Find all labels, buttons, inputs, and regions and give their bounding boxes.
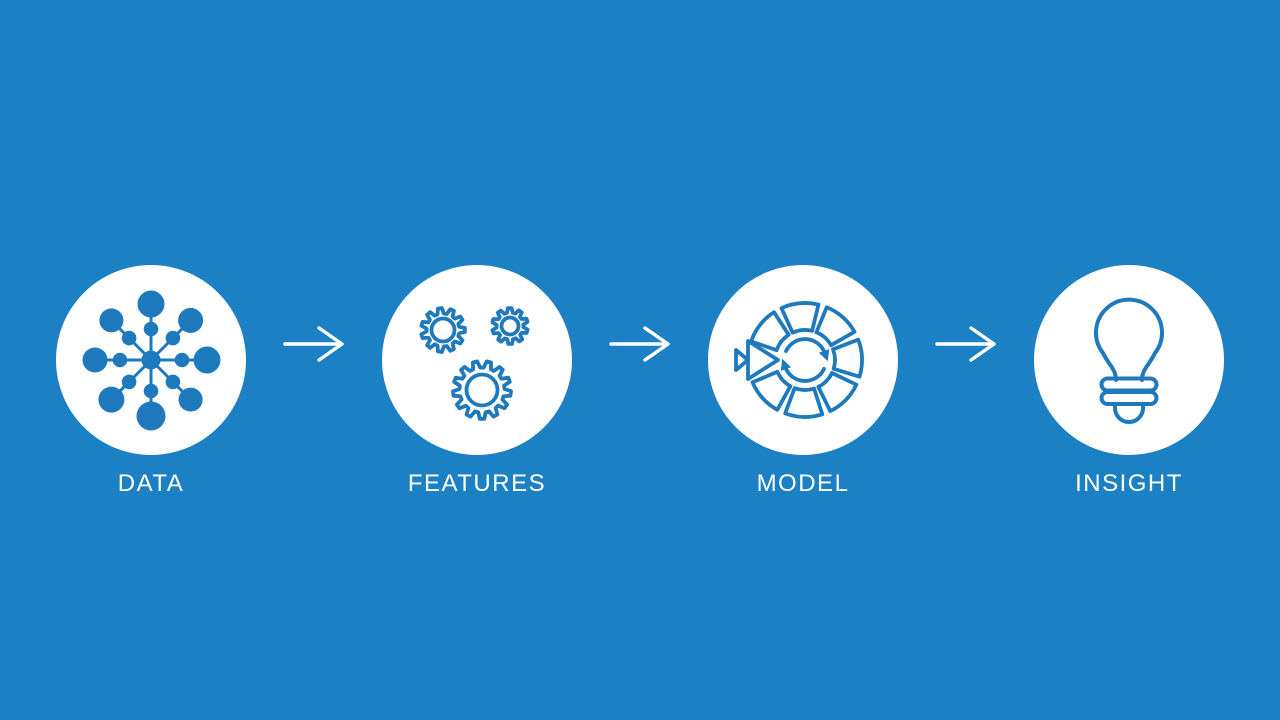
step-model-label: MODEL [756, 470, 850, 497]
step-data-label: DATA [117, 470, 185, 497]
connector-2 [572, 265, 708, 455]
step-features-label: FEATURES [407, 470, 547, 497]
data-network-icon [82, 290, 221, 431]
bulb-base [1113, 404, 1145, 424]
gears-icon [419, 306, 530, 421]
arrow-right-icon [609, 326, 670, 362]
lightbulb-icon [1094, 297, 1164, 424]
step-insight-label: INSIGHT [1075, 470, 1183, 497]
arrow-right-icon [283, 326, 344, 362]
connector-3 [898, 265, 1034, 455]
step-model: MODEL [708, 265, 898, 498]
bulb-outline [1094, 297, 1164, 382]
pipeline-diagram: DATA FEATURES [0, 265, 1280, 498]
step-data-circle [56, 265, 246, 455]
bulb-ring-2 [1099, 390, 1159, 406]
step-model-circle [708, 265, 898, 455]
step-data: DATA [56, 265, 246, 498]
connector-1 [246, 265, 382, 455]
step-insight: INSIGHT [1034, 265, 1224, 498]
step-features: FEATURES [382, 265, 572, 498]
model-cycle-icon [734, 301, 864, 419]
step-features-circle [382, 265, 572, 455]
step-insight-circle [1034, 265, 1224, 455]
arrow-right-icon [935, 326, 996, 362]
bulb-ring-1 [1099, 376, 1159, 393]
